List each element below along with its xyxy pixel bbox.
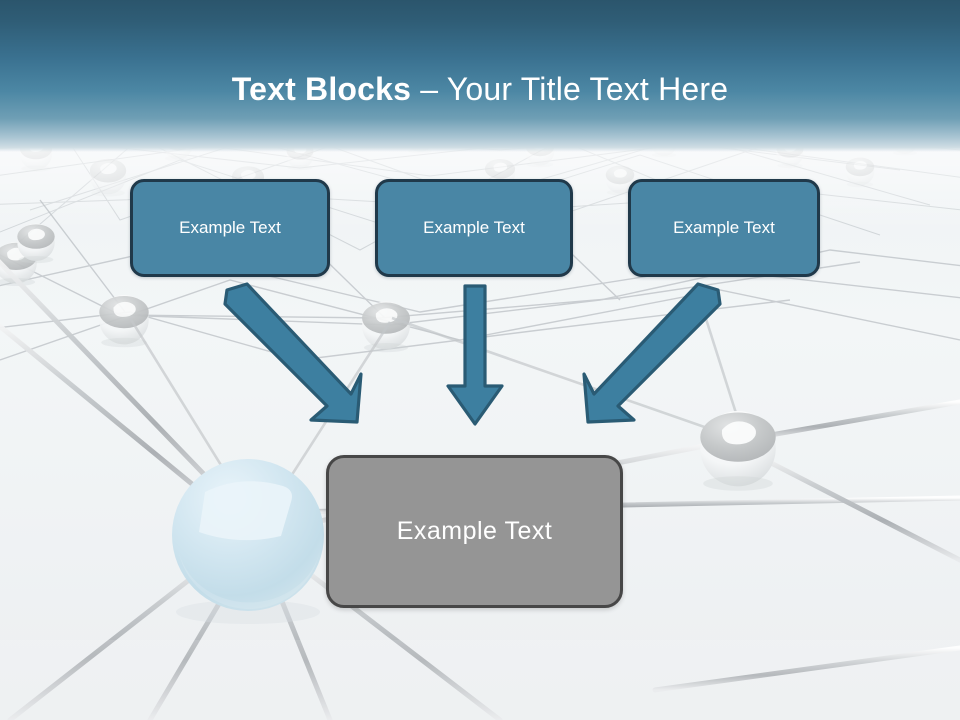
- blue-sphere: [172, 459, 324, 624]
- result-block[interactable]: Example Text: [326, 455, 623, 608]
- text-block-3-label: Example Text: [673, 218, 775, 237]
- text-block-2[interactable]: Example Text: [375, 179, 573, 277]
- text-block-3[interactable]: Example Text: [628, 179, 820, 277]
- text-block-1-label: Example Text: [179, 218, 281, 237]
- text-block-2-label: Example Text: [423, 218, 525, 237]
- page-title-strong: Text Blocks: [231, 71, 412, 108]
- page-title-rest: – Your Title Text Here: [411, 71, 729, 108]
- result-block-label: Example Text: [396, 517, 553, 545]
- page-title: Text Blocks – Your Title Text Here: [0, 71, 960, 108]
- text-block-1[interactable]: Example Text: [130, 179, 330, 277]
